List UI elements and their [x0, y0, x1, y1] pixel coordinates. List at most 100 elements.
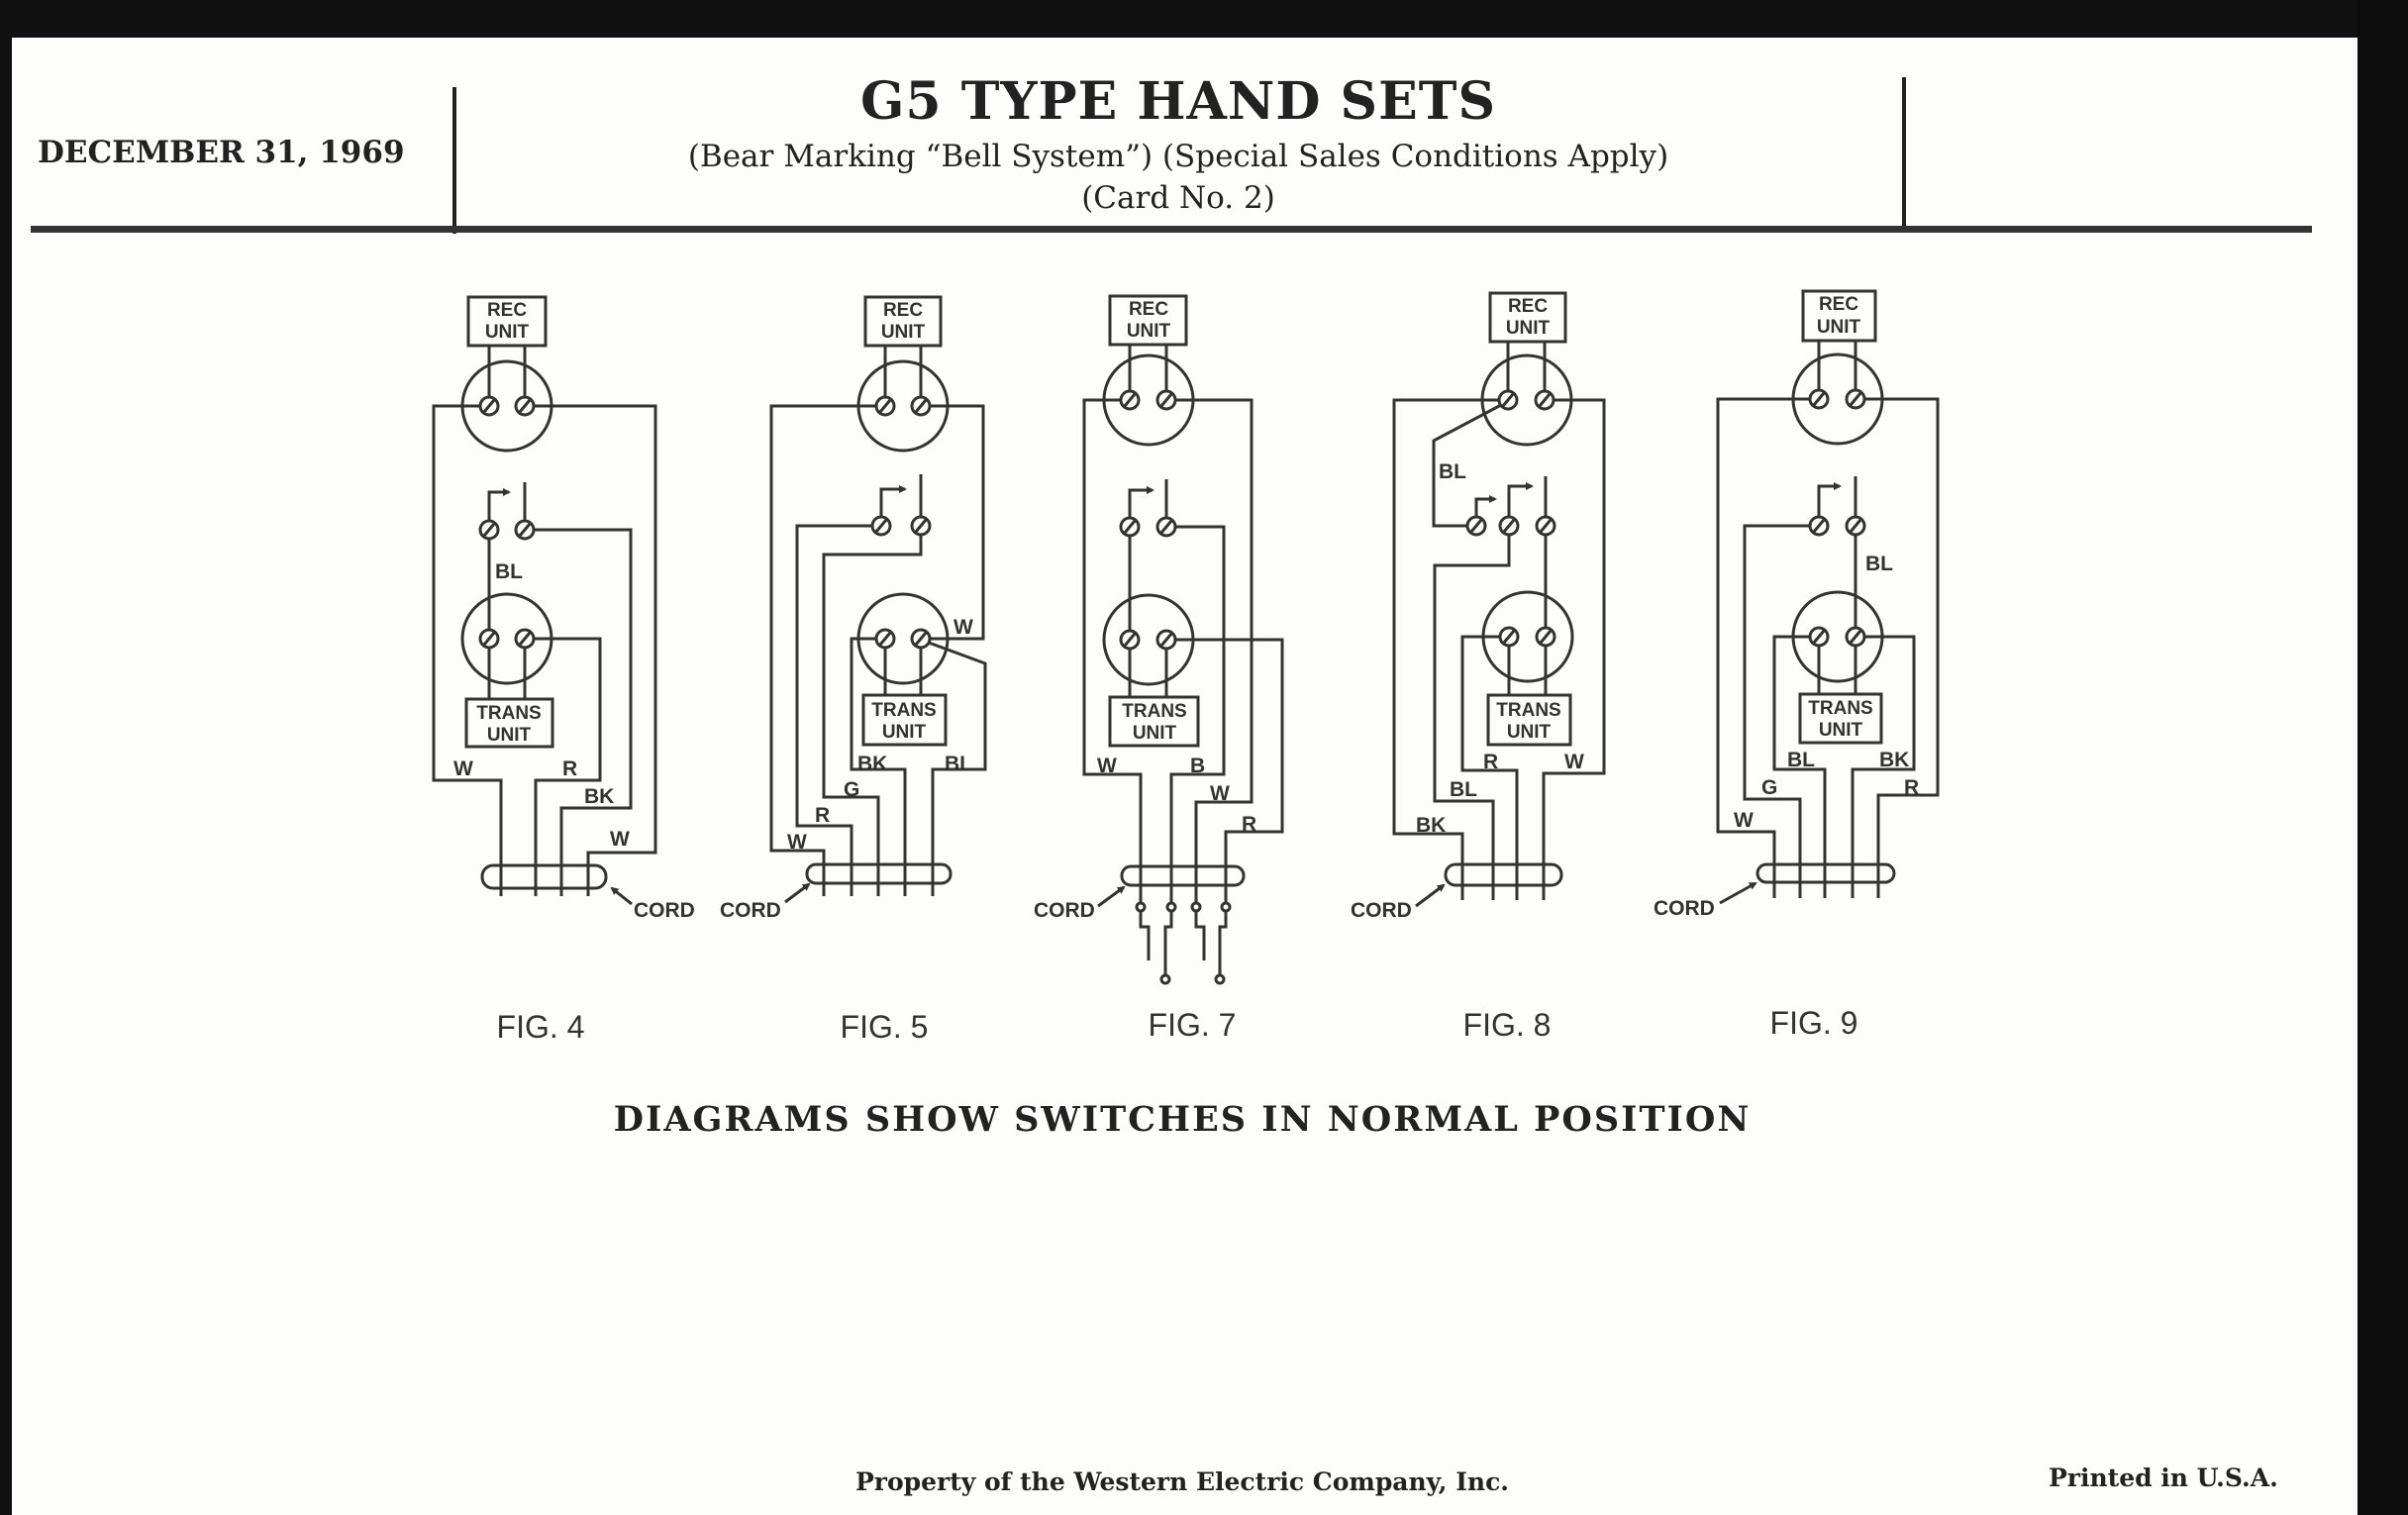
wire-label: W	[953, 616, 973, 639]
wire	[1392, 398, 1499, 900]
card-paper	[12, 38, 2358, 1515]
switch-arrow	[1817, 482, 1842, 517]
wire	[850, 637, 907, 896]
wire-label: G	[1761, 776, 1777, 799]
screw-terminal-icon	[1808, 626, 1830, 648]
screw-terminal-icon	[1498, 626, 1520, 648]
wire-label: W	[787, 831, 807, 854]
screw-terminal-icon	[1119, 629, 1141, 651]
wire-label: BK	[857, 753, 887, 775]
figure-caption: FIG. 8	[1463, 1007, 1552, 1043]
wire	[1433, 535, 1511, 900]
rec-unit-box	[1801, 289, 1877, 343]
wire	[1716, 397, 1810, 898]
header-rule	[31, 226, 2312, 233]
switch-arrow	[1128, 486, 1154, 518]
wire-label: BL	[1865, 553, 1893, 575]
screw-terminal-icon	[1845, 388, 1866, 410]
unit-label: UNIT	[1506, 318, 1551, 339]
wire	[1175, 398, 1254, 903]
wire	[1082, 398, 1143, 903]
wire-label: BL	[1787, 749, 1815, 771]
trans-unit-box	[464, 697, 554, 749]
wire-label: W	[1734, 809, 1754, 832]
wire	[534, 528, 633, 896]
scan-border	[2358, 0, 2408, 1515]
unit-label: UNIT	[1127, 321, 1171, 342]
cord-clamp	[1756, 862, 1896, 884]
wire	[432, 404, 503, 896]
trans-label: TRANS	[1122, 701, 1186, 722]
wire-label: G	[844, 778, 859, 801]
screw-terminal-icon	[1845, 626, 1866, 648]
screw-terminal-icon	[1465, 515, 1487, 537]
wire-label: BK	[1879, 749, 1909, 771]
wire	[928, 641, 987, 896]
cord-clamp	[805, 862, 953, 885]
trans-unit-box	[861, 693, 948, 747]
switch-arrow	[1474, 495, 1497, 517]
subtitle: (Bear Marking “Bell System”) (Special Sa…	[687, 139, 1669, 174]
footer-property: Property of the Western Electric Company…	[855, 1467, 1510, 1496]
figure-9: REC UNIT TRANS UNIT BL W G BL BK R CORD …	[1654, 289, 1940, 1041]
wire	[1864, 397, 1940, 898]
cord-label: CORD	[720, 899, 781, 922]
card-number: (Card No. 2)	[1081, 180, 1275, 216]
rec-label: REC	[883, 300, 923, 321]
wire-label: R	[562, 758, 577, 780]
cord-clamp	[1444, 862, 1563, 887]
rec-label: REC	[1129, 299, 1168, 320]
wire-label: W	[1097, 755, 1117, 777]
wire-label: R	[815, 804, 830, 827]
screw-terminal-icon	[514, 395, 536, 417]
page-title: G5 TYPE HAND SETS	[860, 71, 1496, 132]
unit-label: UNIT	[1507, 722, 1552, 743]
unit-label: UNIT	[882, 722, 927, 743]
trans-unit-box	[1798, 692, 1883, 745]
screw-terminal-icon	[514, 628, 536, 650]
wire-label: R	[1483, 751, 1498, 773]
wire	[534, 637, 602, 896]
cord-clamp	[480, 863, 608, 890]
screw-terminal-icon	[1535, 515, 1556, 537]
figure-4: REC UNIT TRANS UNIT W R BK W BL CORD FIG…	[432, 295, 695, 1045]
unit-label: UNIT	[881, 322, 926, 343]
screw-terminal-icon	[1498, 515, 1520, 537]
cord-label: CORD	[1654, 897, 1715, 920]
wire	[822, 535, 923, 896]
wire-label: R	[1904, 776, 1919, 799]
wire	[1432, 403, 1502, 528]
figure-caption: FIG. 5	[841, 1009, 929, 1045]
screw-terminal-icon	[1119, 516, 1141, 538]
rec-unit-box	[1488, 291, 1567, 344]
screw-terminal-icon	[870, 515, 892, 537]
wire-label: W	[1564, 751, 1584, 773]
trans-label: TRANS	[1808, 698, 1872, 719]
unit-label: UNIT	[485, 322, 530, 343]
screw-terminal-icon	[478, 519, 500, 541]
wire	[1175, 638, 1284, 903]
wire	[1460, 635, 1519, 900]
screw-terminal-icon	[1155, 629, 1177, 651]
screw-terminal-icon	[1808, 388, 1830, 410]
screw-terminal-icon	[1119, 389, 1141, 411]
wire-label: BK	[1416, 814, 1446, 837]
diagram-note: DIAGRAMS SHOW SWITCHES IN NORMAL POSITIO…	[613, 1099, 1752, 1140]
footer-printed: Printed in U.S.A.	[2049, 1464, 2278, 1492]
screw-terminal-icon	[1497, 389, 1519, 411]
cord-label: CORD	[1351, 899, 1412, 922]
rec-label: REC	[1508, 296, 1548, 317]
rec-label: REC	[487, 300, 527, 321]
screw-terminal-icon	[478, 395, 500, 417]
wire-label: BL	[495, 560, 523, 583]
cord-label: CORD	[1034, 899, 1095, 922]
screw-terminal-icon	[1535, 626, 1556, 648]
trans-label: TRANS	[1496, 700, 1560, 721]
card-date: DECEMBER 31, 1969	[38, 135, 405, 170]
trans-unit-box	[1486, 693, 1572, 747]
switch-arrow	[487, 488, 511, 521]
figure-caption: FIG. 9	[1770, 1005, 1858, 1041]
figure-5: REC UNIT TRANS UNIT W BL R G BK W CORD F…	[720, 295, 987, 1045]
wire	[1169, 525, 1226, 903]
